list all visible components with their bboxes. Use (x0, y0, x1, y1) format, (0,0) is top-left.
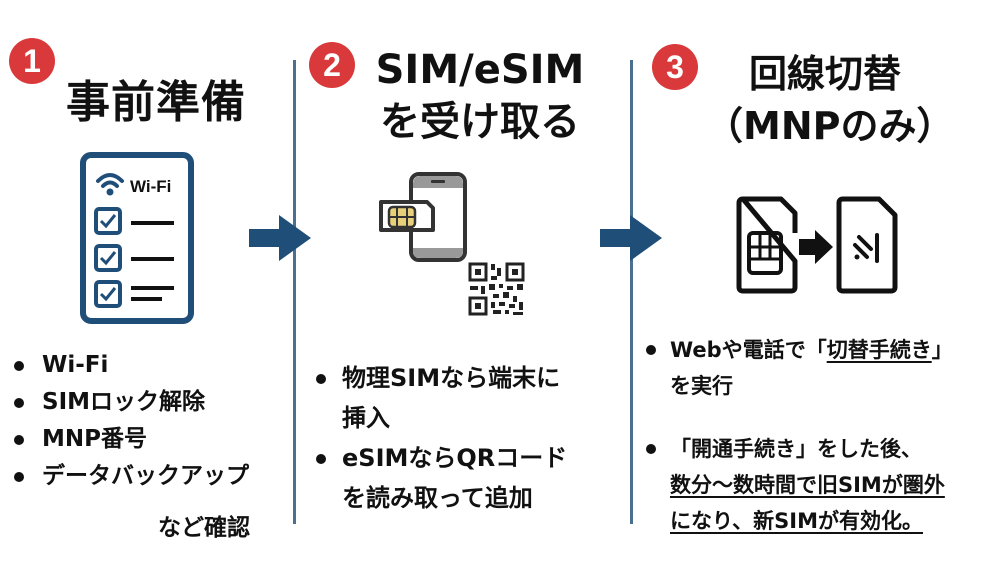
list-item: Wi-Fi (12, 347, 249, 384)
right-arrow-icon (249, 215, 311, 261)
sim-card-icon (379, 200, 435, 232)
column-divider (293, 60, 296, 524)
phone-sim-qr-icon (379, 172, 525, 316)
esim-icon (836, 196, 898, 294)
step-2-title: SIM/eSIM を受け取る (360, 44, 600, 148)
activation-note-line-1: 数分〜数時間で旧SIMが圏外 (670, 473, 945, 497)
smartphone-icon (409, 172, 467, 262)
switch-procedure-highlight: 切替手続き (826, 338, 932, 362)
column-divider (630, 60, 633, 524)
physical-sim-icon (736, 196, 798, 294)
step-2-title-line-2: を受け取る (380, 99, 580, 145)
list-item: データバックアップ (12, 458, 249, 495)
step-1-footer: など確認 (158, 515, 250, 541)
list-item: eSIMならQRコード を読み取って追加 (312, 438, 567, 518)
step-3-title: 回線切替 （MNPのみ） (705, 48, 955, 152)
step-1-number: 1 (23, 42, 41, 79)
wifi-checklist-icon: Wi-Fi (80, 152, 194, 324)
list-item: MNP番号 (12, 421, 249, 458)
step-3-number: 3 (666, 48, 684, 85)
switch-arrow-icon (799, 230, 833, 264)
list-item: SIMロック解除 (12, 384, 249, 421)
wifi-icon (96, 173, 124, 196)
activation-note-line-2: になり、新SIMが有効化。 (670, 509, 923, 533)
checkbox-icon (94, 244, 122, 272)
step-2-list: 物理SIMなら端末に 挿入 eSIMならQRコード を読み取って追加 (312, 358, 567, 518)
sim-to-esim-switch-icon (736, 196, 898, 294)
step-1-checklist: Wi-Fi SIMロック解除 MNP番号 データバックアップ (12, 347, 249, 495)
right-arrow-icon (600, 215, 662, 261)
step-3-list: Webや電話で「切替手続き」 を実行 「開通手続き」をした後、 数分〜数時間で旧… (640, 332, 953, 539)
step-2-title-line-1: SIM/eSIM (375, 47, 585, 93)
checkbox-icon (94, 280, 122, 308)
step-3-title-line-1: 回線切替 (748, 52, 901, 96)
step-2-number: 2 (323, 46, 341, 83)
checkbox-icon (94, 207, 122, 235)
step-3-title-line-2: （MNPのみ） (705, 104, 955, 148)
step-1-title-line: 事前準備 (66, 77, 246, 128)
list-item: Webや電話で「切替手続き」 を実行 (640, 332, 953, 404)
step-2-badge: 2 (309, 42, 355, 88)
step-1-title: 事前準備 (66, 66, 246, 130)
qr-code-icon (468, 262, 525, 316)
list-item: 物理SIMなら端末に 挿入 (312, 358, 567, 438)
step-3-badge: 3 (652, 44, 698, 90)
wifi-label: Wi-Fi (130, 177, 171, 196)
step-1-badge: 1 (9, 38, 55, 84)
list-item: 「開通手続き」をした後、 数分〜数時間で旧SIMが圏外 になり、新SIMが有効化… (640, 431, 953, 539)
